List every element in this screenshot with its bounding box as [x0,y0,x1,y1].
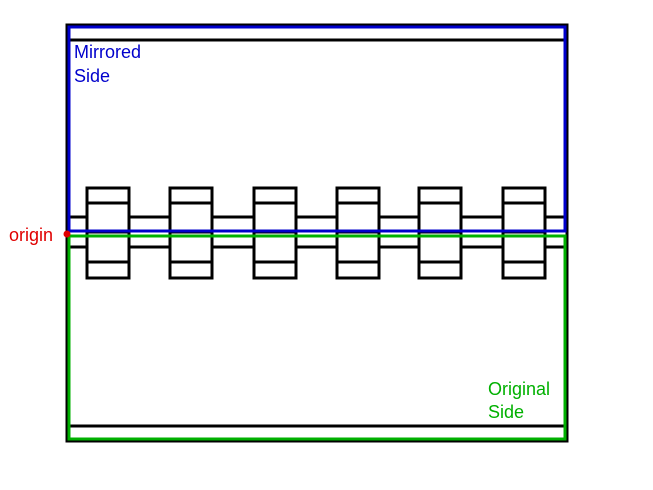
original-label-line2: Side [488,402,524,422]
origin-label: origin [9,225,53,245]
teeth-group [85,186,547,280]
original-side-frame [67,234,567,441]
origin-marker [63,230,71,238]
mirrored-label-line1: Mirrored [74,42,141,62]
mirrored-side-frame [67,25,567,233]
mirrored-label-line2: Side [74,66,110,86]
original-label-line1: Original [488,379,550,399]
